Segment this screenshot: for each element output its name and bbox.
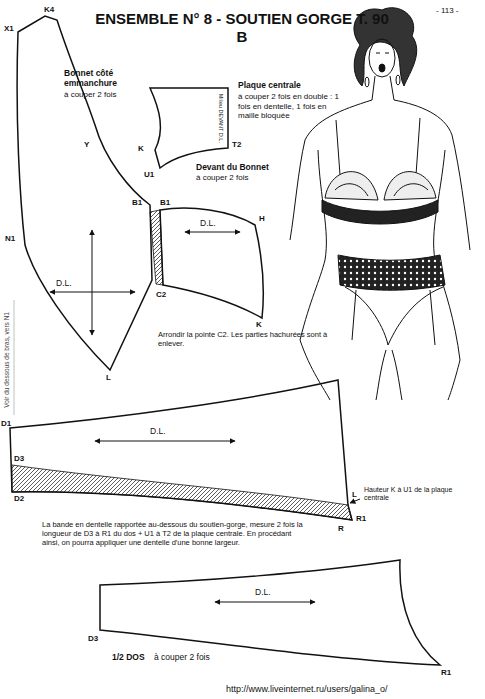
point-label: R xyxy=(338,524,344,534)
pattern-piece: D.L. xyxy=(0,375,360,535)
point-label: T2 xyxy=(232,140,241,150)
point-label: D3 xyxy=(14,454,24,464)
piece-note: à couper 2 fois xyxy=(196,173,248,183)
margin-note: Voir du dessous de bras, vers N1 xyxy=(3,312,11,408)
grain-label: D.L. xyxy=(56,278,72,288)
point-label: D1 xyxy=(1,419,11,429)
point-label: D3 xyxy=(88,634,98,644)
piece-outline xyxy=(0,5,160,385)
point-label: U1 xyxy=(144,170,154,180)
point-label: C2 xyxy=(156,290,166,300)
point-label: D2 xyxy=(14,494,24,504)
point-label: B1 xyxy=(132,198,142,208)
piece-name: Devant du Bonnet xyxy=(196,162,269,172)
source-url: http://www.liveinternet.ru/users/galina_… xyxy=(226,684,388,695)
piece-outline xyxy=(0,375,360,535)
pattern-piece: 1/2 DOS à couper 2 fois D.L. xyxy=(90,540,450,675)
point-label: L xyxy=(106,373,111,383)
piece-note: à couper 2 fois en double : 1 fois en de… xyxy=(238,92,343,121)
page-number: - 113 - xyxy=(436,6,459,16)
instruction-note: Arrondir la pointe C2. Les parties hachu… xyxy=(158,330,348,348)
grain-label: D.L. xyxy=(150,426,166,436)
point-label: N1 xyxy=(5,234,15,244)
center-front-label: Milieu DEVANT D.L. xyxy=(218,93,225,142)
point-label: H xyxy=(259,214,265,224)
point-label: L xyxy=(352,490,357,500)
point-label: Y xyxy=(84,140,89,150)
piece-note: à couper 2 fois xyxy=(64,90,116,100)
point-label: R1 xyxy=(441,668,451,678)
point-label: K xyxy=(256,320,262,330)
point-label: K xyxy=(138,144,144,154)
grain-label: D.L. xyxy=(200,218,216,228)
piece-name: 1/2 DOS xyxy=(112,652,145,662)
piece-outline xyxy=(145,160,270,325)
page-title: ENSEMBLE N° 8 - SOUTIEN GORGE T. 90 B xyxy=(92,10,392,46)
point-label: R1 xyxy=(356,514,366,524)
point-label: K4 xyxy=(44,5,54,15)
piece-name: Bonnet côté emmanchure xyxy=(64,68,149,88)
instruction-note: Hauteur K à U1 de la plaque centrale xyxy=(364,486,456,503)
piece-name: Plaque centrale xyxy=(238,80,301,90)
point-label: B1 xyxy=(160,198,170,208)
instruction-note: La bande en dentelle rapportée au-dessou… xyxy=(42,520,307,547)
grain-label: D.L. xyxy=(255,587,271,597)
pattern-piece: Devant du Bonnetà couper 2 foisD.L. xyxy=(145,160,270,325)
piece-note: à couper 2 fois xyxy=(154,652,210,662)
point-label: X1 xyxy=(4,24,14,34)
pattern-piece: Bonnet côté emmanchure à couper 2 foisD.L… xyxy=(0,5,160,385)
